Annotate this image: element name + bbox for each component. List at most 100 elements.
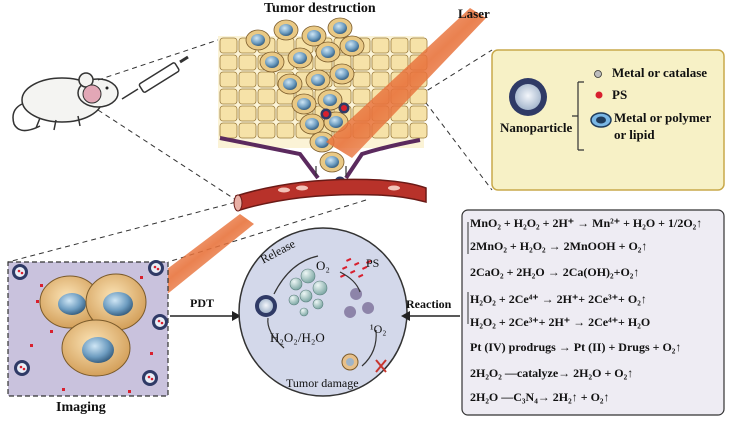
ps-icon xyxy=(595,91,603,99)
legend-polymer: Metal or polymer xyxy=(614,110,712,125)
tissue-cell xyxy=(371,54,390,71)
imaging-nanoparticle xyxy=(12,264,28,280)
oxygen-bubble xyxy=(299,307,309,317)
tissue-cell xyxy=(219,105,238,122)
o2-label: O₂ xyxy=(316,258,330,273)
oxygen-bubble xyxy=(288,294,300,306)
cycle-nanoparticle-icon xyxy=(255,295,277,317)
tumor-cell xyxy=(287,47,313,69)
tumor-cell xyxy=(317,89,343,111)
legend-lipid: or lipid xyxy=(614,127,655,142)
tissue-cell xyxy=(219,88,238,105)
tissue-cell xyxy=(238,88,257,105)
oxygen-bubble xyxy=(289,277,303,291)
oxygen-bubble xyxy=(312,280,328,296)
ps-dot xyxy=(40,284,43,287)
released-ps-dashes xyxy=(340,257,372,278)
pdt-label: PDT xyxy=(190,296,214,310)
tissue-cell xyxy=(409,105,428,122)
basement-membrane xyxy=(219,136,421,180)
h2o2-label: H₂O₂/H₂O xyxy=(270,330,325,345)
tumor-cell xyxy=(299,113,325,135)
tissue-cell xyxy=(238,54,257,71)
tissue-cell xyxy=(257,88,276,105)
singlet-oxygen-label: ¹O₂ xyxy=(370,322,387,336)
blood-vessel xyxy=(233,178,427,212)
tumor-cell xyxy=(277,73,303,95)
tissue-cell xyxy=(276,122,295,139)
syringe-icon xyxy=(121,55,189,100)
tissue-cell xyxy=(352,88,371,105)
tissue-cell xyxy=(257,105,276,122)
top-title: Tumor destruction xyxy=(264,1,376,16)
ps-dot xyxy=(62,388,65,391)
ps-dot xyxy=(30,344,33,347)
legend-nanoparticle-icon xyxy=(509,78,547,116)
imaging-nanoparticle xyxy=(14,360,30,376)
tissue-cell xyxy=(238,71,257,88)
tumor-cell xyxy=(329,63,355,85)
tissue-cell xyxy=(371,37,390,54)
tissue-cell xyxy=(352,54,371,71)
tissue-cell xyxy=(352,71,371,88)
tissue-cell xyxy=(390,54,409,71)
reaction-label: Reaction xyxy=(406,297,452,311)
tumor-cell xyxy=(291,93,317,115)
tissue-nanoparticle xyxy=(320,108,332,120)
reaction-line-3: 2CaO₂ + 2H₂O → 2Ca(OH)₂+O₂↑ xyxy=(470,265,640,279)
reaction-list: MnO₂ + H₂O₂ + 2H⁺ → Mn²⁺ + H₂O + 1/2O₂↑ … xyxy=(470,212,722,412)
tumor-cell xyxy=(273,19,299,41)
tumor-cell xyxy=(319,151,345,173)
reaction-line-2: 2MnO₂ + H₂O₂ → 2MnOOH + O₂↑ xyxy=(470,239,648,253)
legend-nanoparticle-label: Nanoparticle xyxy=(500,120,573,135)
tissue-cell xyxy=(371,71,390,88)
ps-dash xyxy=(350,269,356,274)
ps-scattered-dots xyxy=(30,276,153,393)
tissue-cell xyxy=(219,37,238,54)
metal-catalase-icon xyxy=(594,70,602,78)
tissue-cell xyxy=(219,122,238,139)
tumor-tissue xyxy=(218,17,428,196)
laser-beam-top xyxy=(326,8,486,158)
ps-dot xyxy=(150,352,153,355)
ps-dot xyxy=(140,276,143,279)
tissue-cell xyxy=(390,122,409,139)
ps-dot xyxy=(36,300,39,303)
tumor-cell xyxy=(339,35,365,57)
tumor-cell xyxy=(315,41,341,63)
laser-beam-left xyxy=(142,214,254,300)
ps-dash xyxy=(366,259,372,264)
mechanism-circle xyxy=(238,227,408,397)
tissue-cell xyxy=(219,54,238,71)
legend-ps: PS xyxy=(612,87,628,102)
imaging-label: Imaging xyxy=(56,400,106,415)
cycle-arrows xyxy=(267,255,377,367)
imaging-nanoparticles xyxy=(12,260,168,386)
reaction-line-5: H₂O₂ + 2Ce³⁺+ 2H⁺ → 2Ce⁴⁺+ H₂O xyxy=(470,315,651,329)
tumor-damage-label: Tumor damage xyxy=(286,376,359,390)
tumor-cells-cluster xyxy=(39,273,147,377)
reaction-line-7: 2H₂O₂ —catalyze→ 2H₂O + O₂↑ xyxy=(470,366,634,380)
tissue-cell xyxy=(390,37,409,54)
tissue-nanoparticle xyxy=(338,102,350,114)
tissue-cell xyxy=(257,122,276,139)
tissue-cell xyxy=(409,122,428,139)
polymer-shell-icon xyxy=(590,112,612,128)
ps-dot xyxy=(128,390,131,393)
tumor-cell xyxy=(301,25,327,47)
ps-dash xyxy=(342,265,348,270)
reaction-line-8: 2H₂O —C₃N₄→ 2H₂↑ + O₂↑ xyxy=(470,390,610,404)
ps-dot xyxy=(50,330,53,333)
tumor-cell xyxy=(259,51,285,73)
oxygen-bubbles xyxy=(288,268,328,317)
ps-cycle-label: PS xyxy=(366,256,380,270)
tissue-cell xyxy=(409,37,428,54)
imaging-nanoparticle xyxy=(148,260,164,276)
tissue-cell xyxy=(276,105,295,122)
singlet-oxygen-icon xyxy=(344,288,375,318)
imaging-nanoparticle xyxy=(152,314,168,330)
oxygen-bubble xyxy=(299,289,313,303)
reaction-line-1: MnO₂ + H₂O₂ + 2H⁺ → Mn²⁺ + H₂O + 1/2O₂↑ xyxy=(470,216,703,230)
laser-label: Laser xyxy=(458,6,490,21)
